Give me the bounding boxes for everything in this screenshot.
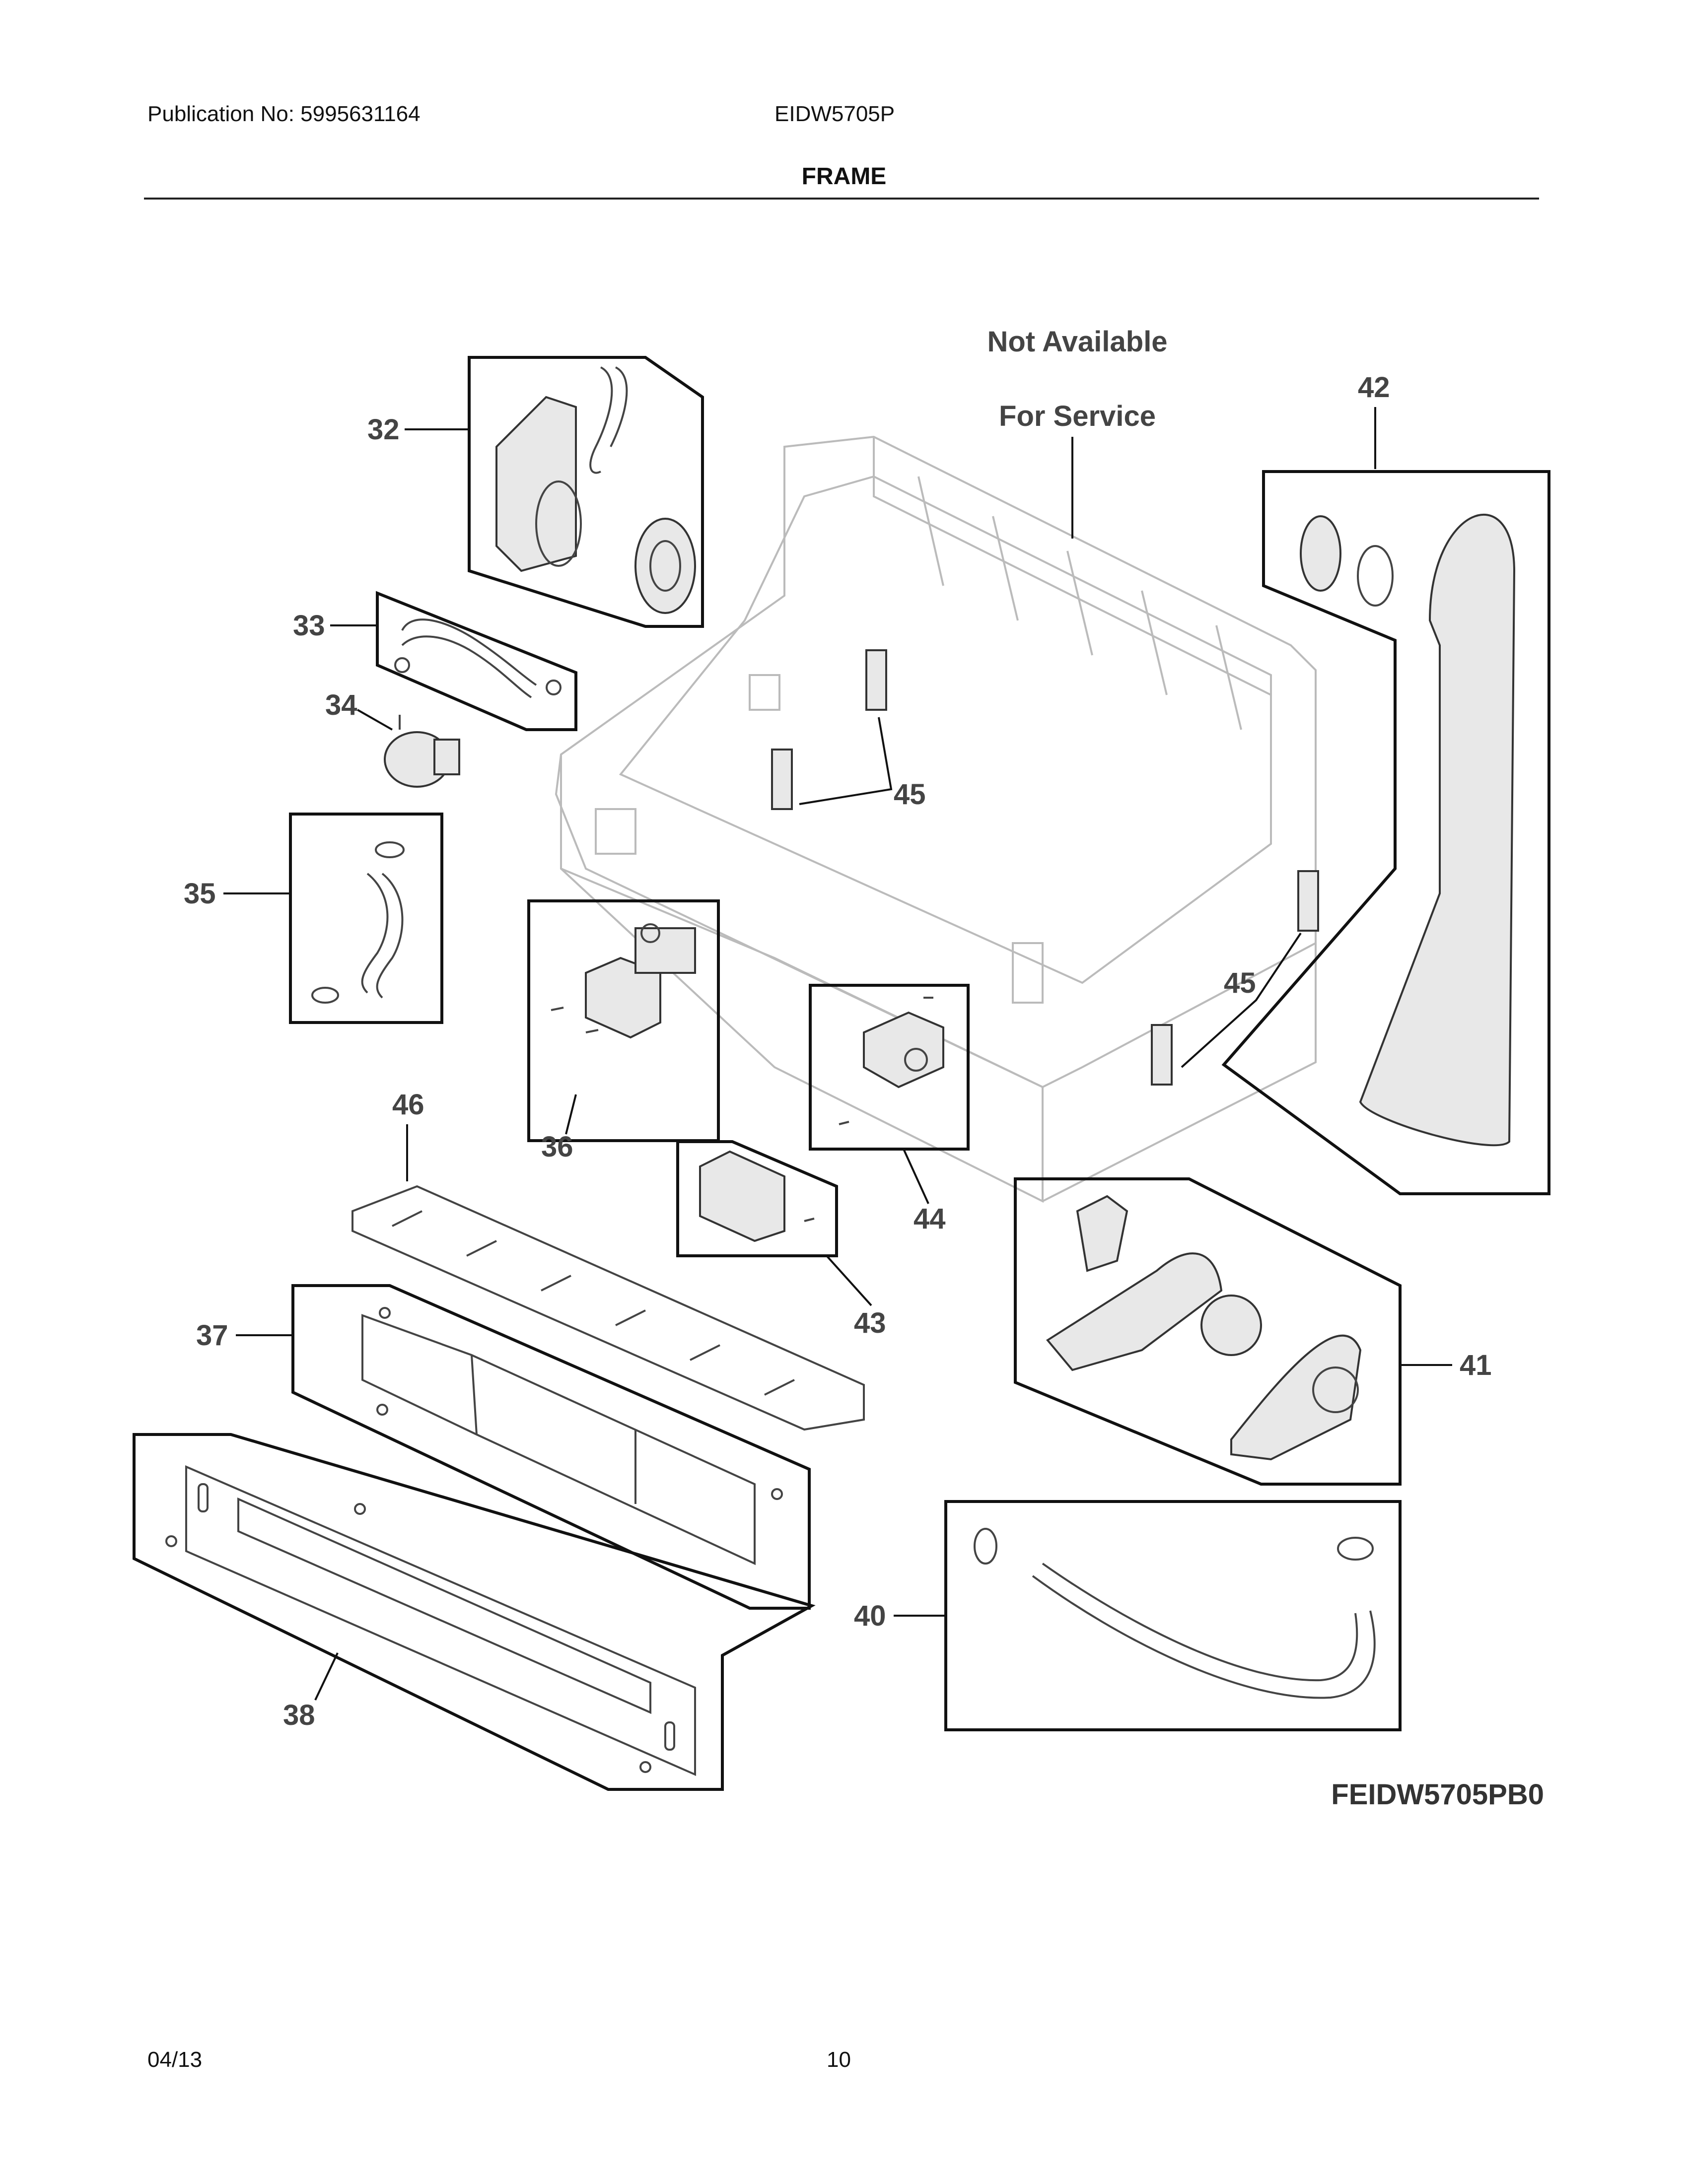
- callout-41: 41: [1460, 1349, 1492, 1381]
- model-number: EIDW5705P: [774, 102, 895, 126]
- part-34-pressure-switch: [384, 715, 460, 788]
- header-rule: [144, 198, 1539, 200]
- part-33-hose: [394, 618, 562, 698]
- part-box-37: [291, 1284, 811, 1610]
- publication-number: Publication No: 5995631164: [147, 102, 421, 126]
- part-box-44: [809, 984, 970, 1151]
- part-43-cover: [699, 1150, 815, 1242]
- callout-45-upper: 45: [894, 778, 926, 811]
- part-46-grille: [352, 1185, 865, 1431]
- part-box-33: [376, 591, 577, 731]
- part-32-drawing: [495, 366, 696, 614]
- callout-32: 32: [367, 413, 400, 446]
- section-title: FRAME: [801, 163, 887, 190]
- part-box-43: [676, 1140, 838, 1257]
- part-44-bracket: [839, 997, 944, 1125]
- part-box-32: [468, 356, 704, 628]
- part-box-35: [289, 813, 443, 1024]
- leader-45-upper: [799, 717, 893, 805]
- callout-34: 34: [325, 689, 357, 721]
- callout-40: 40: [854, 1600, 886, 1632]
- part-40-hose: [974, 1528, 1376, 1699]
- callout-33: 33: [293, 610, 325, 642]
- part-37-kickplate-panel: [361, 1307, 783, 1566]
- part-box-40: [944, 1500, 1402, 1731]
- callout-35: 35: [184, 878, 216, 910]
- callout-44: 44: [914, 1203, 946, 1235]
- leader-45-lower: [1181, 932, 1302, 1068]
- part-box-42: [1221, 470, 1550, 1195]
- callout-36: 36: [541, 1131, 573, 1163]
- not-available-label-line2: For Service: [999, 400, 1156, 432]
- callout-45-lower: 45: [1224, 967, 1256, 999]
- leader-36: [565, 1094, 577, 1135]
- callout-38: 38: [283, 1699, 315, 1731]
- footer-page-number: 10: [827, 2048, 851, 2072]
- footer-date: 04/13: [147, 2048, 203, 2072]
- diagram-code: FEIDW5705PB0: [1331, 1778, 1544, 1811]
- part-45-leveling-legs: [771, 649, 1319, 1086]
- part-42-duct: [1300, 513, 1516, 1147]
- part-41-blower-assembly: [1046, 1195, 1362, 1461]
- callout-46: 46: [392, 1089, 424, 1121]
- leader-34: [357, 709, 393, 731]
- part-38-kickplate: [165, 1465, 696, 1776]
- part-box-38: [133, 1433, 816, 1791]
- part-36-inlet-valve: [551, 923, 696, 1039]
- callout-43: 43: [854, 1307, 886, 1339]
- leader-38: [314, 1652, 339, 1701]
- dishwasher-base-frame: [555, 435, 1317, 1203]
- leader-43: [826, 1255, 872, 1306]
- callout-42: 42: [1358, 371, 1390, 404]
- part-35-hose: [311, 841, 405, 1004]
- part-box-41: [1014, 1177, 1402, 1486]
- callout-37: 37: [196, 1319, 228, 1352]
- leader-44: [903, 1149, 929, 1204]
- not-available-label-line1: Not Available: [987, 326, 1167, 358]
- part-box-36: [527, 899, 720, 1142]
